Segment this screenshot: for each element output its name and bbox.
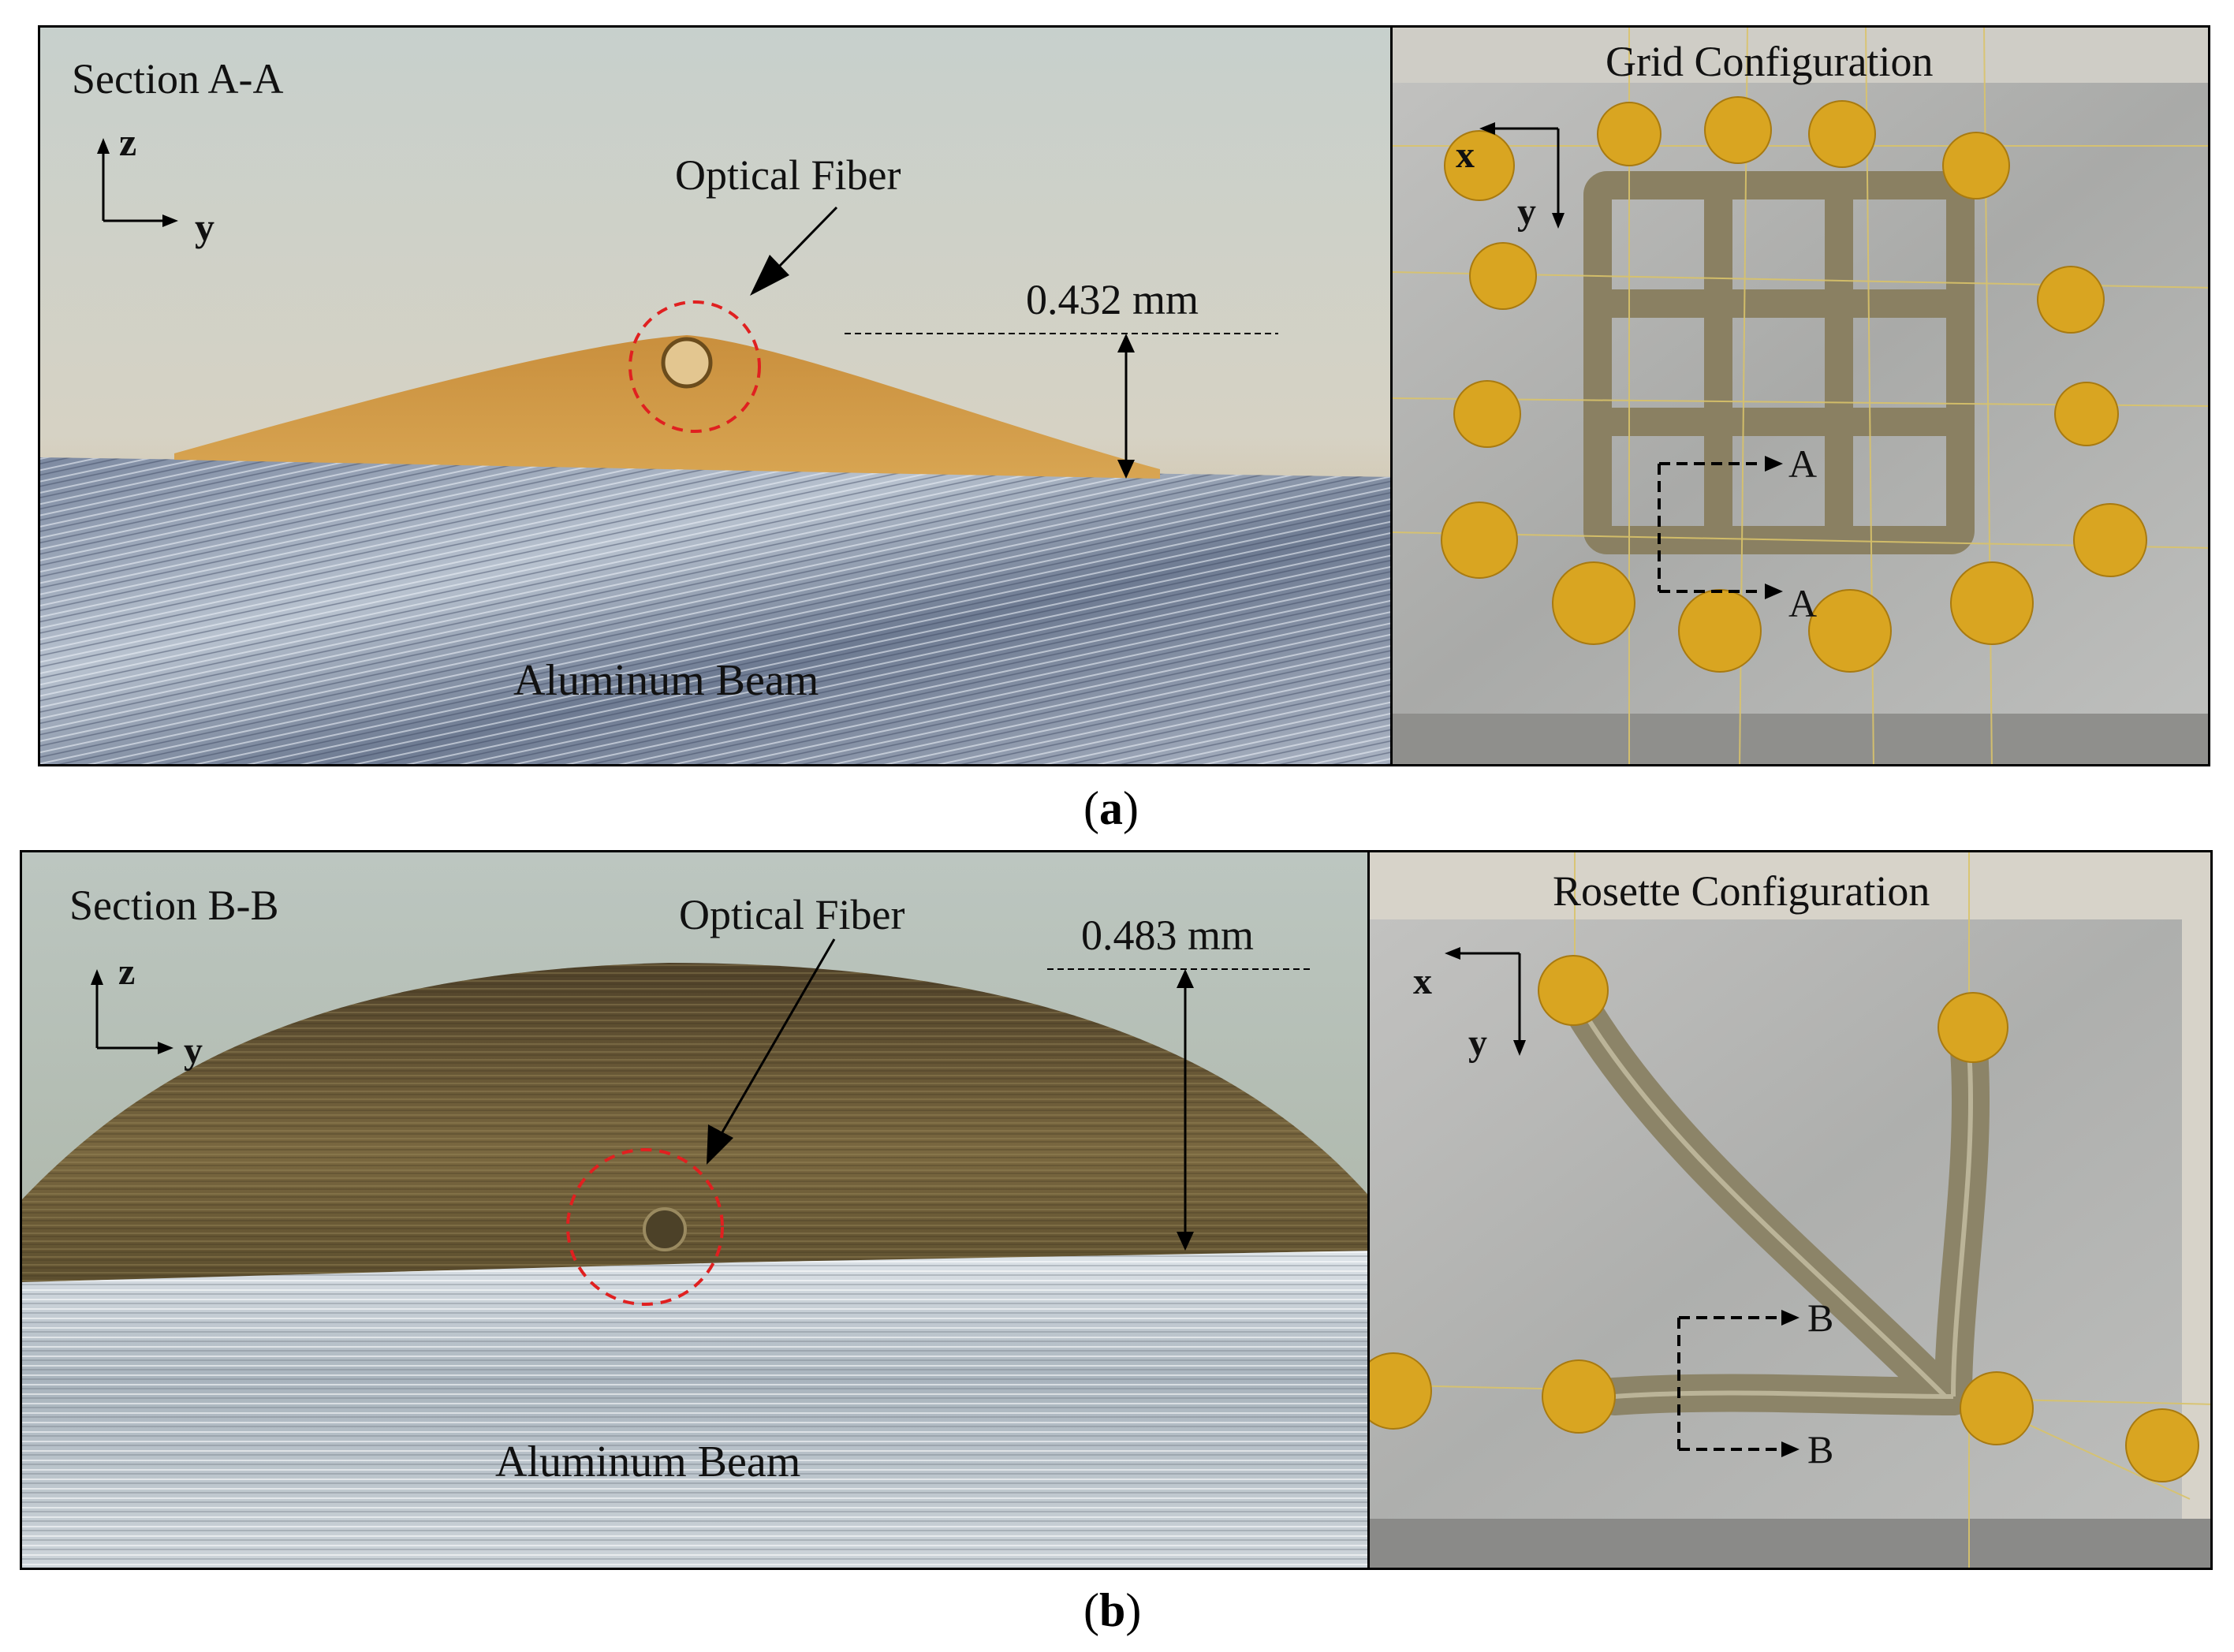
rosette-config-photo: Rosette Configuration x y B B xyxy=(1367,850,2213,1570)
fiber-arrow-head xyxy=(750,255,789,296)
axis-y-label: y xyxy=(195,205,214,249)
axis-z-label: z xyxy=(119,120,137,164)
grid-axis-y-label: y xyxy=(1517,191,1536,233)
optical-fiber-core xyxy=(661,337,713,389)
section-a-image xyxy=(40,28,1390,764)
rosette-axis-x-label: x xyxy=(1413,960,1432,1002)
dimension-arrow-down xyxy=(1117,460,1135,479)
dimension-arrow-up xyxy=(1117,334,1135,352)
caption-a: (a) xyxy=(1083,782,1139,834)
grid-config-title: Grid Configuration xyxy=(1606,38,1934,85)
section-cut-b xyxy=(1677,1316,1780,1451)
section-b-image xyxy=(22,852,1367,1568)
cut-marker-a-top: A xyxy=(1788,442,1818,486)
tape-dots xyxy=(1441,96,2147,673)
dimension-label: 0.432 mm xyxy=(1026,276,1199,323)
caption-b: (b) xyxy=(1083,1584,1142,1636)
dimension-arrow-down xyxy=(1177,1232,1194,1251)
grid-config-photo: Grid Configuration x y A A xyxy=(1390,25,2210,766)
cut-marker-a-bottom: A xyxy=(1788,581,1818,625)
section-a-photo: Section A-A z y Optical Fiber 0.432 mm A… xyxy=(38,25,1393,766)
rosette-config-title: Rosette Configuration xyxy=(1553,867,1930,915)
rosette-axis-y-label: y xyxy=(1468,1022,1487,1064)
dimension-arrow-up xyxy=(1177,969,1194,988)
fiber-highlight-circle xyxy=(566,1148,724,1306)
aluminum-beam-label: Aluminum Beam xyxy=(495,1438,801,1486)
section-label: Section A-A xyxy=(72,55,284,103)
rosette-config-image xyxy=(1370,852,2210,1568)
tape-dots xyxy=(1370,955,2199,1482)
axis-y-label: y xyxy=(184,1030,203,1072)
fiber-leader-line xyxy=(718,938,836,1137)
section-b-photo: Section B-B z y Optical Fiber 0.483 mm A… xyxy=(20,850,1370,1570)
dimension-label: 0.483 mm xyxy=(1081,912,1255,959)
grid-axis-x-label: x xyxy=(1456,134,1475,176)
fiber-leader-line xyxy=(776,206,838,270)
grid-config-image xyxy=(1393,28,2208,764)
fiber-arrow-head xyxy=(707,1124,733,1165)
optical-fiber-label: Optical Fiber xyxy=(675,151,901,199)
cut-marker-b-top: B xyxy=(1807,1296,1834,1340)
adhesive-layer xyxy=(174,335,1160,479)
aluminum-beam-label: Aluminum Beam xyxy=(513,656,819,705)
section-cut-a xyxy=(1658,462,1763,593)
optical-fiber-core xyxy=(643,1207,687,1251)
fiber-highlight-circle xyxy=(628,300,761,433)
cut-marker-b-bottom: B xyxy=(1807,1427,1834,1471)
section-label: Section B-B xyxy=(69,882,279,929)
axis-z-label: z xyxy=(118,951,136,993)
optical-fiber-label: Optical Fiber xyxy=(679,891,905,938)
